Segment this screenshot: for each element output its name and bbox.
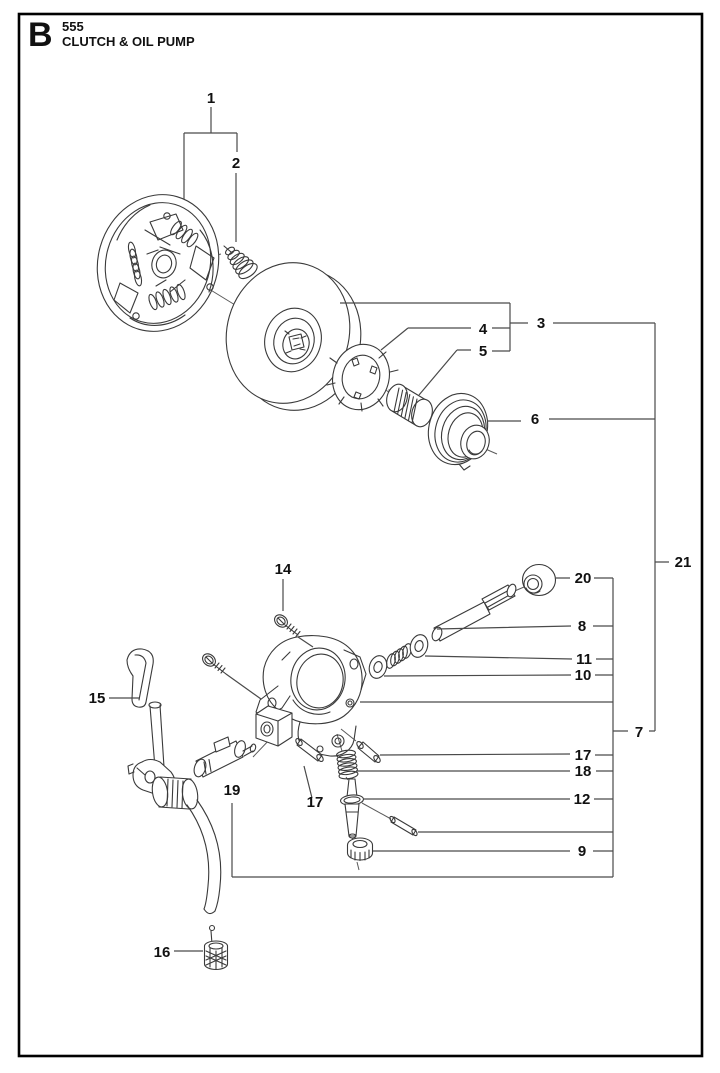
pump-plunger-drawing <box>193 736 257 778</box>
callout-15: 15 <box>89 690 106 707</box>
callout-4: 4 <box>479 321 488 338</box>
callout-labels: 1 2 3 4 5 6 21 20 8 11 10 7 17 18 12 9 1… <box>89 90 692 961</box>
oil-pump-housing-drawing <box>255 635 367 757</box>
callout-9: 9 <box>578 843 586 860</box>
callout-21: 21 <box>675 554 692 571</box>
pressure-valve-drawing <box>339 778 365 839</box>
pump-piston-drawing <box>431 583 517 642</box>
seal-cap-drawing <box>346 837 374 862</box>
piston-washers-spring-drawing <box>368 634 429 679</box>
oil-hose-drawing <box>186 799 222 915</box>
needle-bearing-drawing <box>386 383 433 428</box>
callout-19: 19 <box>224 782 241 799</box>
callout-14: 14 <box>275 561 292 578</box>
callout-8: 8 <box>578 618 586 635</box>
strainer-drawing <box>203 924 229 971</box>
callout-18: 18 <box>575 763 592 780</box>
pin-right-drawing <box>356 740 381 764</box>
callout-12: 12 <box>574 791 591 808</box>
callout-3: 3 <box>537 315 545 332</box>
clutch-drum-drawing <box>225 262 362 411</box>
callout-10: 10 <box>575 667 592 684</box>
pin-left-drawing <box>295 737 324 763</box>
callout-20: 20 <box>575 570 592 587</box>
callout-17-left: 17 <box>307 794 324 811</box>
section-letter: B <box>28 16 53 54</box>
callout-16: 16 <box>154 944 171 961</box>
sprocket-rim-drawing <box>326 343 399 412</box>
pump-screws-drawing <box>202 614 301 675</box>
callout-11: 11 <box>576 651 592 668</box>
clutch-assembly-drawing <box>96 194 220 332</box>
page-title: CLUTCH & OIL PUMP <box>62 34 195 49</box>
callout-leader-lines <box>109 107 669 952</box>
callout-6: 6 <box>531 411 539 428</box>
page-border <box>17 12 704 1058</box>
callout-5: 5 <box>479 343 487 360</box>
clutch-spring-drawing <box>223 245 258 280</box>
callout-1: 1 <box>207 90 215 107</box>
valve-spring-drawing <box>336 749 359 780</box>
worm-drive-drawing <box>427 392 490 471</box>
callout-17-right: 17 <box>575 747 592 764</box>
drive-cap-drawing <box>521 563 557 597</box>
page-header: B 555 CLUTCH & OIL PUMP <box>28 16 195 54</box>
callout-2: 2 <box>232 155 240 172</box>
pin-lower-drawing <box>389 815 418 837</box>
model-number: 555 <box>62 19 84 34</box>
callout-7: 7 <box>635 724 643 741</box>
pickup-handle-drawing <box>126 648 199 810</box>
